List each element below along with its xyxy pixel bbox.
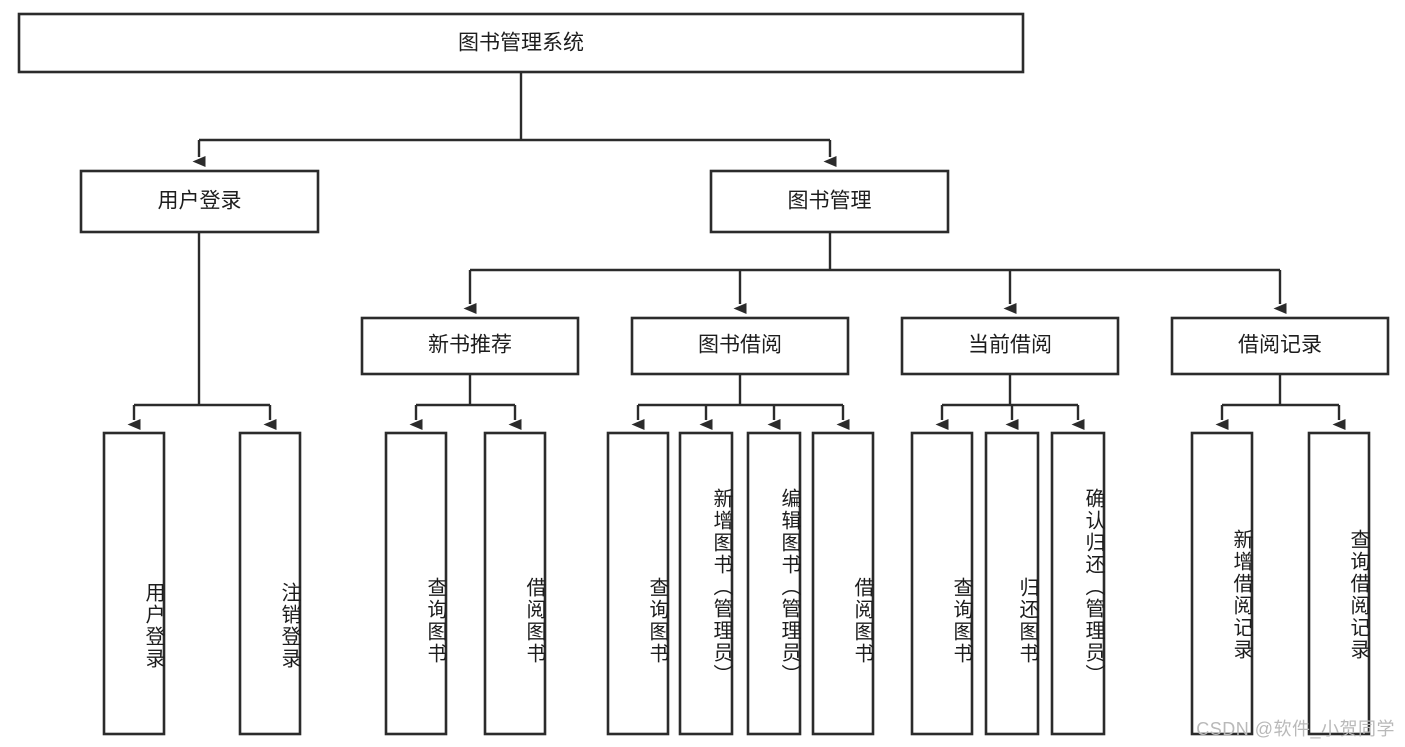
node-box-leaf-user-logout[interactable] — [238, 431, 302, 736]
node-label-book-manage: 图书管理 — [788, 190, 872, 213]
node-box-new-book-recommend[interactable] — [360, 316, 580, 376]
node-label-new-book-recommend: 新书推荐 — [428, 334, 512, 357]
node-label-user-login: 用户登录 — [158, 190, 242, 213]
node-box-leaf-query-book-3[interactable] — [910, 431, 974, 736]
node-box-current-borrow[interactable] — [900, 316, 1120, 376]
node-box-leaf-user-login[interactable] — [102, 431, 166, 736]
node-label-book-borrow: 图书借阅 — [698, 334, 782, 357]
connector-group-user-login — [127, 232, 277, 430]
node-box-leaf-confirm-return[interactable] — [1050, 431, 1106, 736]
node-box-leaf-query-book-2[interactable] — [606, 431, 670, 736]
node-box-leaf-query-book-1[interactable] — [384, 431, 448, 736]
node-box-leaf-borrow-book-2[interactable] — [811, 431, 875, 736]
node-label-root: 图书管理系统 — [458, 32, 584, 55]
node-label-current-borrow: 当前借阅 — [968, 334, 1052, 357]
node-box-root[interactable] — [17, 12, 1025, 74]
node-box-user-login[interactable] — [79, 169, 320, 234]
node-box-leaf-query-record[interactable] — [1307, 431, 1371, 736]
connector-group-root — [192, 72, 837, 167]
node-label-borrow-record: 借阅记录 — [1238, 334, 1322, 357]
node-box-leaf-add-book[interactable] — [678, 431, 734, 736]
connector-group-book-manage — [463, 232, 1287, 314]
node-box-borrow-record[interactable] — [1170, 316, 1390, 376]
csdn-watermark: CSDN @软件_小贺同学 — [1196, 719, 1395, 739]
node-box-leaf-add-record[interactable] — [1190, 431, 1254, 736]
node-box-leaf-return-book[interactable] — [984, 431, 1040, 736]
node-box-leaf-edit-book[interactable] — [746, 431, 802, 736]
node-box-leaf-borrow-book-1[interactable] — [483, 431, 547, 736]
connector-group-book-borrow — [631, 374, 850, 430]
node-box-book-manage[interactable] — [709, 169, 950, 234]
connector-group-current-borrow — [935, 374, 1085, 430]
connector-group-new-book-recommend — [409, 374, 522, 430]
node-box-book-borrow[interactable] — [630, 316, 850, 376]
connector-group-borrow-record — [1215, 374, 1346, 430]
